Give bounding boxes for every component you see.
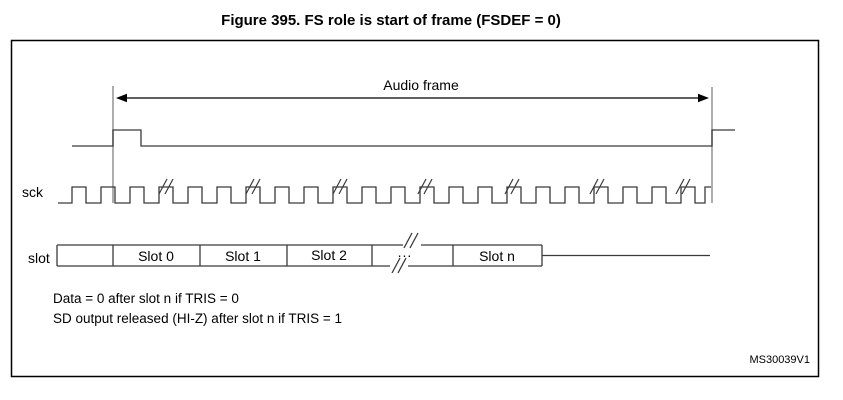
arrow-right-head-icon <box>698 93 709 103</box>
sck-break-mark-icon <box>681 178 691 195</box>
slot-cell-label-0: Slot 0 <box>138 248 174 264</box>
slot-break-mark-icon <box>409 232 419 249</box>
slot-cell-label-2: Slot 2 <box>311 247 347 263</box>
slot-ellipsis: ... <box>398 244 413 260</box>
slot-cell-label-n: Slot n <box>479 248 515 264</box>
sck-break-mark-icon <box>589 178 599 195</box>
slot-cell-label-1: Slot 1 <box>225 248 261 264</box>
sck-break-mark-icon <box>245 178 255 195</box>
arrow-left-head-icon <box>116 93 127 103</box>
slot-band <box>56 232 710 274</box>
sck-break-mark-icon <box>338 178 348 195</box>
audio-frame-label: Audio frame <box>383 77 459 93</box>
slot-break-mark-icon <box>397 257 407 274</box>
sck-break-mark-icon <box>504 178 514 195</box>
sck-break-mark-icon <box>251 178 261 195</box>
sck-break-mark-icon <box>332 178 342 195</box>
sck-waveform <box>58 186 711 204</box>
sck-label: sck <box>22 184 44 200</box>
sck-break-mark-icon <box>510 178 520 195</box>
sck-break-mark-icon <box>675 178 685 195</box>
slot-label: slot <box>28 250 50 266</box>
sck-break-mark-icon <box>158 178 168 195</box>
slot-break-mark-icon <box>391 257 401 274</box>
audio-frame-arrow <box>116 93 709 103</box>
sck-break-mark-icon <box>164 178 174 195</box>
sck-break-mark-icon <box>595 178 605 195</box>
sck-break-mark-icon <box>423 178 433 195</box>
watermark: MS30039V1 <box>749 354 810 366</box>
fs-waveform <box>72 129 735 147</box>
note-line-2: SD output released (HI-Z) after slot n i… <box>53 311 342 326</box>
figure-title: Figure 395. FS role is start of frame (F… <box>221 12 561 29</box>
sck-break-mark-icon <box>417 178 427 195</box>
figure-border-box <box>10 39 820 378</box>
note-line-1: Data = 0 after slot n if TRIS = 0 <box>53 291 239 306</box>
sck-break-marks <box>158 178 691 195</box>
slot-break-mark-icon <box>403 232 413 249</box>
slot-cell-dividers <box>56 245 543 266</box>
